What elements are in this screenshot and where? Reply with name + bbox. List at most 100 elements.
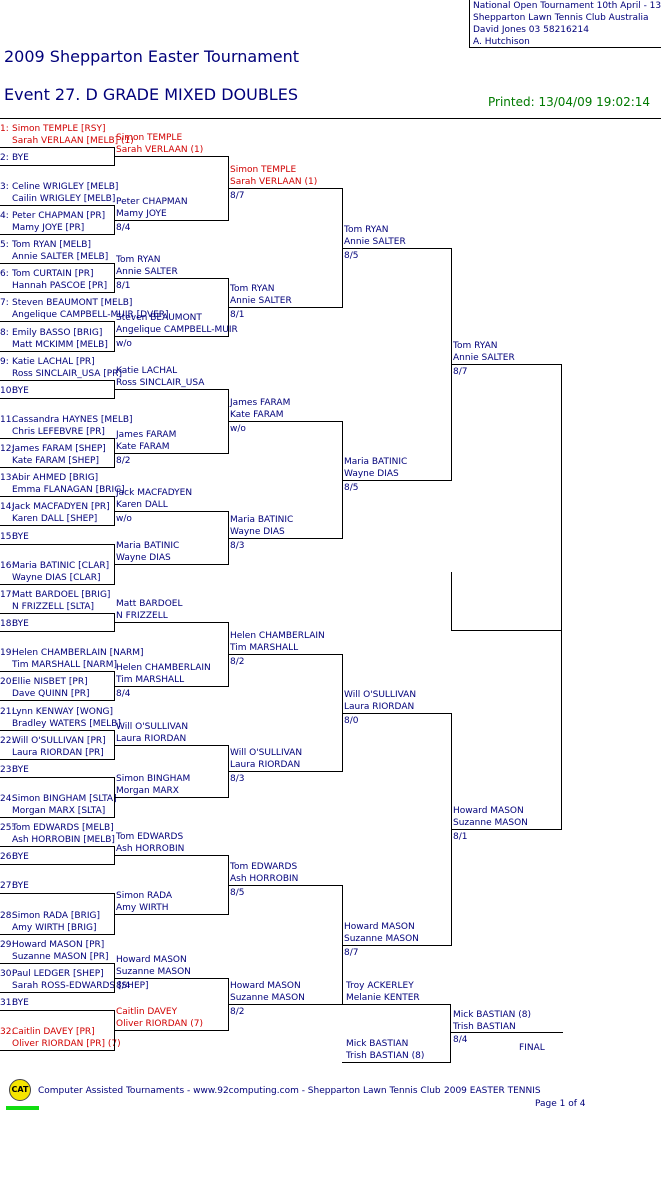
champion-line xyxy=(451,630,561,631)
winner-player-2: Kate FARAM xyxy=(116,442,170,452)
winner-player-1: Simon BINGHAM xyxy=(116,774,191,784)
match-score: 8/5 xyxy=(344,251,359,261)
champion-connector xyxy=(451,572,452,631)
match-score: 8/5 xyxy=(344,483,359,493)
entry-number: 18: xyxy=(0,619,15,630)
entry-player-1: Simon BINGHAM [SLTA] xyxy=(12,793,117,804)
entry-number: 31: xyxy=(0,998,15,1008)
entry-number: 2: xyxy=(0,152,9,163)
entry-line xyxy=(0,321,114,322)
winner-line xyxy=(114,797,228,798)
entry-number: 28: xyxy=(0,910,15,921)
winner-player-1: James FARAM xyxy=(230,398,291,408)
entry-player-2: Emma FLANAGAN [BRIG] xyxy=(12,485,125,496)
winner-player-1: Caitlin DAVEY xyxy=(116,1007,178,1017)
entry-player-1: Paul LEDGER [SHEP] xyxy=(12,968,104,979)
entry-player-2: Mamy JOYE [PR] xyxy=(12,222,85,233)
winner-player-2: Wayne DIAS xyxy=(116,553,171,563)
entry-player-1: Tom CURTAIN [PR] xyxy=(12,269,94,280)
entry-number: 30: xyxy=(0,968,15,979)
entry-number: 8: xyxy=(0,327,9,338)
entry-line xyxy=(0,165,114,166)
winner-line xyxy=(114,745,228,746)
entry-number: 24: xyxy=(0,793,15,804)
winner-player-2: Ash HORROBIN xyxy=(116,844,185,854)
entry-number: 7: xyxy=(0,298,9,309)
winner-player-1: Peter CHAPMAN xyxy=(116,197,188,207)
winner-player-2: Suzanne MASON xyxy=(453,818,528,828)
entry-player-2: Oliver RIORDAN [PR] (7) xyxy=(12,1039,121,1050)
entry-line xyxy=(0,544,114,545)
entry-player-1: Howard MASON [PR] xyxy=(12,939,105,950)
winner-player-1: Katie LACHAL xyxy=(116,366,178,376)
match-score: 8/2 xyxy=(230,657,245,667)
entry-player-1: BYE xyxy=(12,531,29,542)
entry-number: 20: xyxy=(0,677,15,688)
entry-line xyxy=(0,730,114,731)
match-score: 8/1 xyxy=(230,310,245,320)
winner-player-2: Angelique CAMPBELL-MUIR xyxy=(116,325,238,335)
winner-player-1: Will O'SULLIVAN xyxy=(230,748,303,758)
entry-line xyxy=(0,292,114,293)
winner-player-2: Annie SALTER xyxy=(116,267,178,277)
plate-player-1: Troy ACKERLEY xyxy=(346,981,414,991)
winner-player-2: Wayne DIAS xyxy=(344,469,399,479)
match-score: 8/2 xyxy=(116,456,131,466)
entry-player-1: Emily BASSO [BRIG] xyxy=(12,327,103,338)
plate-winner-2: Trish BASTIAN xyxy=(453,1022,516,1032)
winner-player-2: N FRIZZELL xyxy=(116,611,168,621)
entry-line xyxy=(0,584,114,585)
entry-player-2: Laura RIORDAN [PR] xyxy=(12,747,104,758)
entry-number: 6: xyxy=(0,269,9,280)
winner-line xyxy=(228,538,342,539)
winner-player-1: Maria BATINIC xyxy=(230,515,294,525)
entry-line xyxy=(0,263,114,264)
entry-line xyxy=(0,1010,114,1011)
winner-line xyxy=(228,885,342,886)
entry-player-1: BYE xyxy=(12,881,29,892)
entry-player-1: Katie LACHAL [PR] xyxy=(12,356,95,367)
entry-player-2: N FRIZZELL [SLTA] xyxy=(12,601,95,612)
entry-line xyxy=(0,351,114,352)
winner-player-1: Helen CHAMBERLAIN xyxy=(116,663,211,673)
match-score: 8/3 xyxy=(230,774,245,784)
winner-player-1: Simon TEMPLE xyxy=(116,133,183,143)
footer-text: Computer Assisted Tournaments - www.92co… xyxy=(38,1086,441,1096)
winner-player-1: Howard MASON xyxy=(230,981,301,991)
winner-player-2: Ash HORROBIN xyxy=(230,874,299,884)
plate-winner-line xyxy=(450,1032,563,1033)
winner-player-1: Maria BATINIC xyxy=(116,541,180,551)
entry-line xyxy=(0,613,114,614)
winner-line xyxy=(451,364,561,365)
winner-player-2: Suzanne MASON xyxy=(344,934,419,944)
entry-number: 10: xyxy=(0,385,15,396)
entry-number: 5: xyxy=(0,240,9,251)
winner-player-2: Oliver RIORDAN (7) xyxy=(116,1019,204,1029)
entry-player-2: Wayne DIAS [CLAR] xyxy=(12,572,101,583)
entry-player-1: BYE xyxy=(12,998,29,1008)
entry-player-1: Tom RYAN [MELB] xyxy=(12,240,91,251)
entry-line xyxy=(0,525,114,526)
match-score: w/o xyxy=(116,514,132,524)
winner-line xyxy=(114,1030,228,1031)
entry-number: 11: xyxy=(0,415,15,425)
winner-player-1: Tom EDWARDS xyxy=(116,832,184,842)
info-line: A. Hutchison xyxy=(473,37,530,47)
winner-player-2: Karen DALL xyxy=(116,500,168,510)
entry-player-2: Kate FARAM [SHEP] xyxy=(12,456,99,467)
winner-player-1: James FARAM xyxy=(116,430,177,440)
entry-line xyxy=(0,496,114,497)
entry-player-2: Cailin WRIGLEY [MELB] xyxy=(12,193,116,204)
entry-number: 22: xyxy=(0,735,15,746)
entry-player-1: Maria BATINIC [CLAR] xyxy=(12,560,110,571)
winner-player-2: Mamy JOYE xyxy=(116,209,167,219)
entry-line xyxy=(0,631,114,632)
match-score: 8/1 xyxy=(453,832,468,842)
winner-player-2: Amy WIRTH xyxy=(116,903,169,913)
entry-player-1: Caitlin DAVEY [PR] xyxy=(12,1027,95,1038)
entry-number: 1: xyxy=(0,123,9,134)
entry-number: 12: xyxy=(0,444,15,455)
winner-player-2: Laura RIORDAN xyxy=(230,760,301,770)
winner-line xyxy=(114,511,228,512)
entry-player-1: Simon RADA [BRIG] xyxy=(12,910,100,921)
